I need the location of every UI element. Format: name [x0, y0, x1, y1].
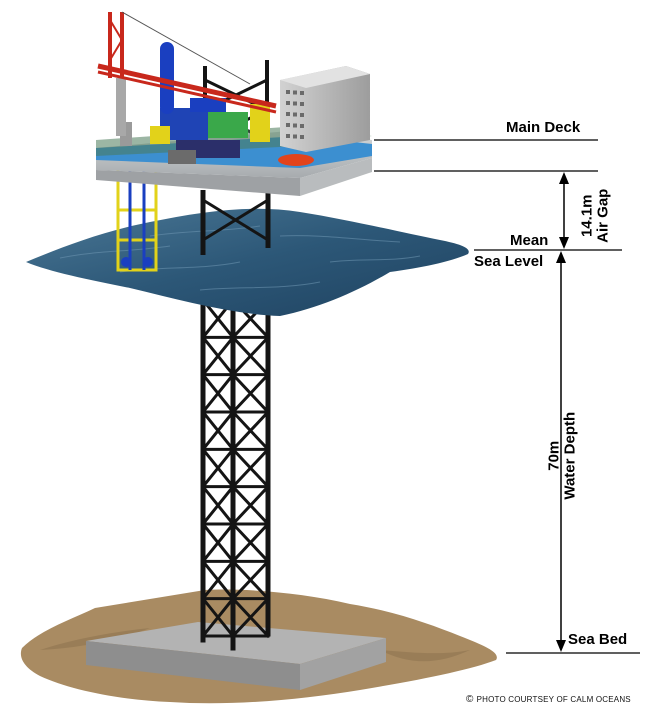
mean-label: Mean	[510, 232, 549, 249]
dimension-lines	[374, 139, 640, 654]
process-modules	[120, 98, 314, 166]
air-gap-label: 14.1m Air Gap	[578, 181, 611, 251]
air-gap-text: Air Gap	[594, 188, 611, 243]
vertical-vessel	[116, 42, 174, 136]
water-depth-label: 70m Water Depth	[545, 396, 578, 516]
credit-text: Photo Courtsey of Calm Oceans	[476, 695, 631, 704]
foundation-slab	[86, 622, 386, 690]
water-depth-text: Water Depth	[561, 411, 578, 500]
sea-level-label: Sea Level	[474, 253, 544, 270]
accommodation-block	[280, 66, 370, 152]
main-deck-label: Main Deck	[506, 119, 581, 136]
sea-bed-label: Sea Bed	[568, 631, 628, 648]
copyright-symbol: ©	[466, 694, 474, 705]
photo-credit: © Photo Courtsey of Calm Oceans	[466, 694, 631, 705]
water-depth-value: 70m	[545, 440, 563, 471]
crane	[97, 11, 277, 114]
sea-surface	[26, 208, 469, 316]
air-gap-value: 14.1m	[578, 194, 596, 238]
